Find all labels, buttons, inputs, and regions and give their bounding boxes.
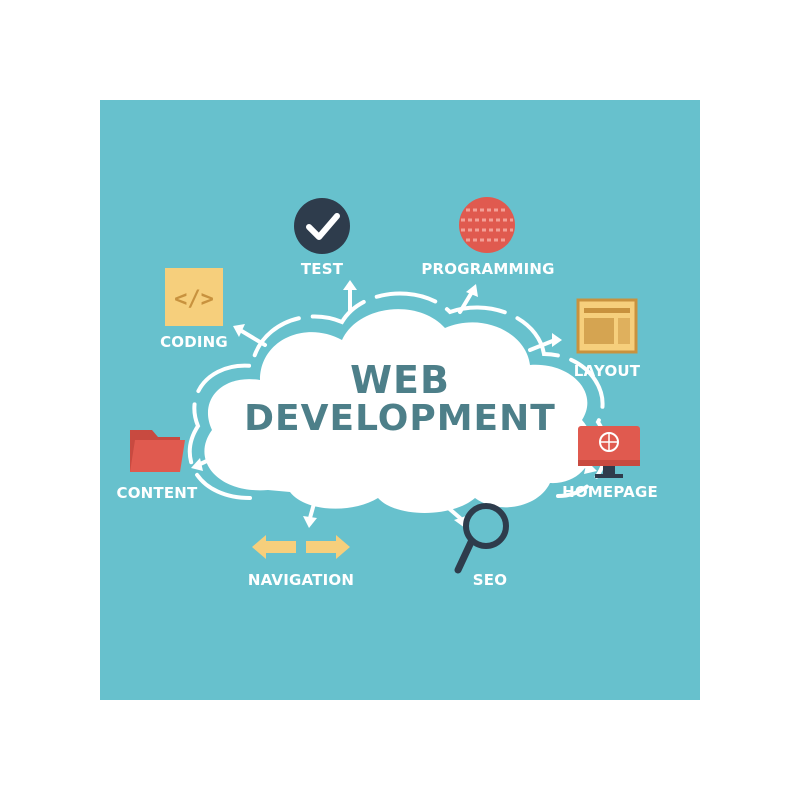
arrow-heads [191, 280, 597, 528]
title-line-2: DEVELOPMENT [244, 398, 556, 439]
arrow-coding [238, 328, 267, 347]
diagram-graphics: </> [130, 197, 640, 574]
cloud-shape [187, 291, 608, 513]
node-label-seo: SEO [472, 571, 508, 589]
svg-text:</>: </> [174, 287, 214, 312]
node-label-programming: PROGRAMMING [421, 260, 555, 278]
node-label-content: CONTENT [116, 484, 198, 502]
title-line-1: WEB [350, 358, 450, 402]
node-label-layout: LAYOUT [573, 362, 641, 380]
node-label-homepage: HOMEPAGE [562, 483, 658, 501]
node-label-test: TEST [300, 260, 344, 278]
arrows-icon [252, 535, 350, 559]
arrow-programming [458, 290, 474, 314]
node-label-navigation: NAVIGATION [247, 571, 355, 589]
arrow-navigation [308, 498, 317, 520]
magnifier-icon [454, 503, 509, 574]
arrow-content [196, 453, 222, 467]
layout-icon [576, 298, 638, 354]
arrow-layout [528, 338, 557, 352]
diagram-panel: </> [100, 100, 700, 700]
arrow-seo [443, 503, 462, 520]
monitor-globe-icon [578, 426, 640, 478]
binary-globe-icon [459, 197, 515, 253]
connector-arrows [196, 286, 592, 520]
code-icon: </> [165, 268, 223, 326]
node-label-coding: CODING [160, 333, 228, 351]
checkmark-icon [294, 198, 350, 254]
folder-icon [130, 430, 185, 472]
